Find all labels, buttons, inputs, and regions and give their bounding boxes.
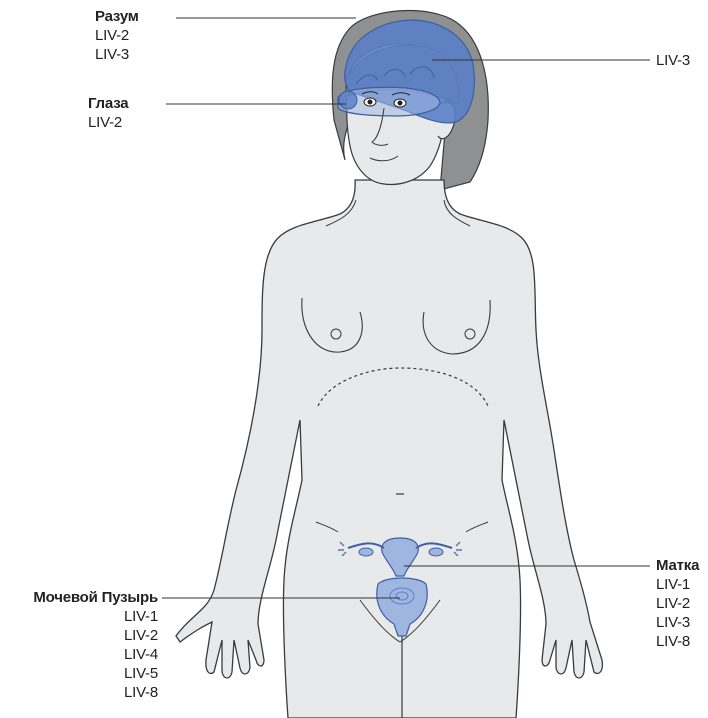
label-mind-code-1: LIV-2	[95, 26, 139, 45]
label-bladder: Мочевой Пузырь LIV-1 LIV-2 LIV-4 LIV-5 L…	[8, 588, 158, 702]
label-bladder-code-3: LIV-4	[8, 645, 158, 664]
label-head-right-code-1: LIV-3	[656, 51, 690, 70]
label-mind-code-2: LIV-3	[95, 45, 139, 64]
pupil-right	[398, 101, 403, 106]
label-mind: Разум LIV-2 LIV-3	[95, 7, 139, 64]
label-bladder-code-4: LIV-5	[8, 664, 158, 683]
label-mind-title: Разум	[95, 7, 139, 26]
label-bladder-title: Мочевой Пузырь	[8, 588, 158, 607]
eye-left-highlight	[339, 91, 357, 109]
label-eyes-code-1: LIV-2	[88, 113, 128, 132]
label-bladder-code-1: LIV-1	[8, 607, 158, 626]
ovary-right	[429, 548, 443, 556]
label-uterus: Матка LIV-1 LIV-2 LIV-3 LIV-8	[656, 556, 699, 651]
label-head-right: LIV-3	[656, 51, 690, 70]
label-eyes: Глаза LIV-2	[88, 94, 128, 132]
label-uterus-code-4: LIV-8	[656, 632, 699, 651]
pupil-left	[368, 100, 373, 105]
label-eyes-title: Глаза	[88, 94, 128, 113]
label-uterus-code-2: LIV-2	[656, 594, 699, 613]
ovary-left	[359, 548, 373, 556]
label-bladder-code-5: LIV-8	[8, 683, 158, 702]
label-bladder-code-2: LIV-2	[8, 626, 158, 645]
label-uterus-code-1: LIV-1	[656, 575, 699, 594]
label-uterus-code-3: LIV-3	[656, 613, 699, 632]
label-uterus-title: Матка	[656, 556, 699, 575]
body-silhouette	[176, 180, 602, 718]
